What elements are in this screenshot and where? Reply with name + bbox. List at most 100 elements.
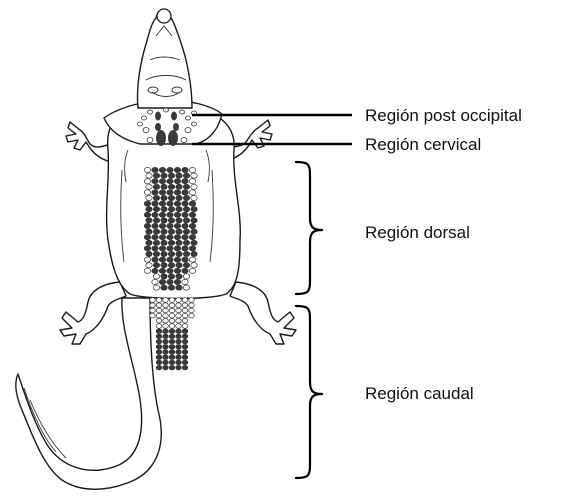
- dorsal-scute: [167, 201, 173, 206]
- dorsal-scute: [183, 240, 189, 245]
- caudal-scute: [156, 329, 162, 334]
- dorsal-scute: [167, 223, 173, 228]
- dorsal-scute: [189, 268, 195, 273]
- dorsal-scute: [146, 251, 152, 256]
- dorsal-scute: [191, 240, 197, 245]
- caudal-scute: [176, 324, 182, 329]
- dorsal-scute: [191, 251, 197, 256]
- dorsal-scute: [153, 207, 159, 212]
- caudal-scute: [163, 345, 169, 350]
- caudal-scute: [182, 303, 188, 308]
- caudal-scute: [169, 298, 175, 303]
- dorsal-scute: [174, 279, 180, 284]
- dorsal-scute: [159, 190, 165, 195]
- caudal-scute: [182, 360, 188, 365]
- caudal-scute: [169, 319, 175, 324]
- dorsal-scute: [161, 251, 167, 256]
- dorsal-scute: [146, 207, 152, 212]
- dorsal-scute: [146, 229, 152, 234]
- dorsal-scute: [159, 167, 165, 172]
- dorsal-scute: [176, 173, 182, 178]
- caudal-scute: [156, 303, 162, 308]
- caudal-scute: [182, 308, 188, 313]
- dorsal-scute: [153, 285, 159, 290]
- dorsal-scute: [189, 179, 195, 184]
- caudal-scute: [189, 308, 195, 313]
- dorsal-scute: [144, 179, 150, 184]
- caudal-scute: [176, 319, 182, 324]
- dorsal-scute: [144, 190, 150, 195]
- caudal-scute: [189, 313, 195, 318]
- dorsal-brace: [296, 162, 322, 294]
- dorsal-scute: [161, 195, 167, 200]
- dorsal-scute: [168, 274, 174, 279]
- dorsal-scute: [174, 246, 180, 251]
- caudal-scute: [163, 339, 169, 344]
- dorsal-scute: [167, 167, 173, 172]
- dorsal-scute: [174, 167, 180, 172]
- dorsal-scute: [182, 235, 188, 240]
- dorsal-scute: [153, 274, 159, 279]
- dorsal-scute: [191, 173, 197, 178]
- caudal-scute: [156, 308, 162, 313]
- caudal-scute: [176, 345, 182, 350]
- caudal-scute: [182, 339, 188, 344]
- dorsal-scute: [161, 285, 167, 290]
- dorsal-scute: [152, 268, 158, 273]
- caudal-scute: [182, 355, 188, 360]
- caudal-scute: [156, 334, 162, 339]
- dorsal-scute: [167, 190, 173, 195]
- caudal-scute: [163, 350, 169, 355]
- dorsal-scute: [152, 201, 158, 206]
- caudal-scute: [176, 360, 182, 365]
- rear-right-leg: [230, 282, 296, 344]
- dorsal-scute: [176, 184, 182, 189]
- caudal-scute: [156, 319, 162, 324]
- label-post-occipital: Región post occipital: [365, 106, 522, 125]
- dorsal-scute: [183, 218, 189, 223]
- dorsal-scute: [174, 179, 180, 184]
- dorsal-scute: [189, 212, 195, 217]
- dorsal-scute: [174, 235, 180, 240]
- dorsal-scute: [189, 257, 195, 262]
- dorsal-scute: [167, 279, 173, 284]
- caudal-scute: [163, 360, 169, 365]
- dorsal-scute: [146, 263, 152, 268]
- caudal-scute: [163, 329, 169, 334]
- caudal-scute: [163, 355, 169, 360]
- dorsal-scute: [167, 179, 173, 184]
- dorsal-scute: [191, 229, 197, 234]
- dorsal-scute: [167, 212, 173, 217]
- caudal-scute: [182, 324, 188, 329]
- dorsal-scute: [144, 235, 150, 240]
- dorsal-scute: [168, 285, 174, 290]
- dorsal-scute: [152, 190, 158, 195]
- caudal-scute: [169, 303, 175, 308]
- dorsal-scute: [182, 257, 188, 262]
- label-cervical: Región cervical: [365, 135, 481, 154]
- caudal-scute: [176, 303, 182, 308]
- caudal-scute: [156, 298, 162, 303]
- caudal-scute: [169, 339, 175, 344]
- dorsal-scute: [189, 246, 195, 251]
- caudal-scute: [182, 334, 188, 339]
- dorsal-scute: [144, 268, 150, 273]
- caudal-scute: [182, 365, 188, 370]
- rear-left-leg: [60, 282, 126, 344]
- dorsal-scute: [183, 263, 189, 268]
- caudal-scute: [176, 298, 182, 303]
- dorsal-scute: [168, 218, 174, 223]
- dorsal-scute: [174, 223, 180, 228]
- dorsal-scute: [153, 263, 159, 268]
- dorsal-scute: [159, 201, 165, 206]
- dorsal-scute: [176, 285, 182, 290]
- caudal-scute: [169, 334, 175, 339]
- dorsal-scute: [152, 279, 158, 284]
- caudal-scute: [189, 303, 195, 308]
- caudal-scute: [156, 350, 162, 355]
- dorsal-scute: [146, 240, 152, 245]
- caudal-scute: [150, 313, 156, 318]
- caudal-scute: [163, 298, 169, 303]
- dorsal-scute: [144, 201, 150, 206]
